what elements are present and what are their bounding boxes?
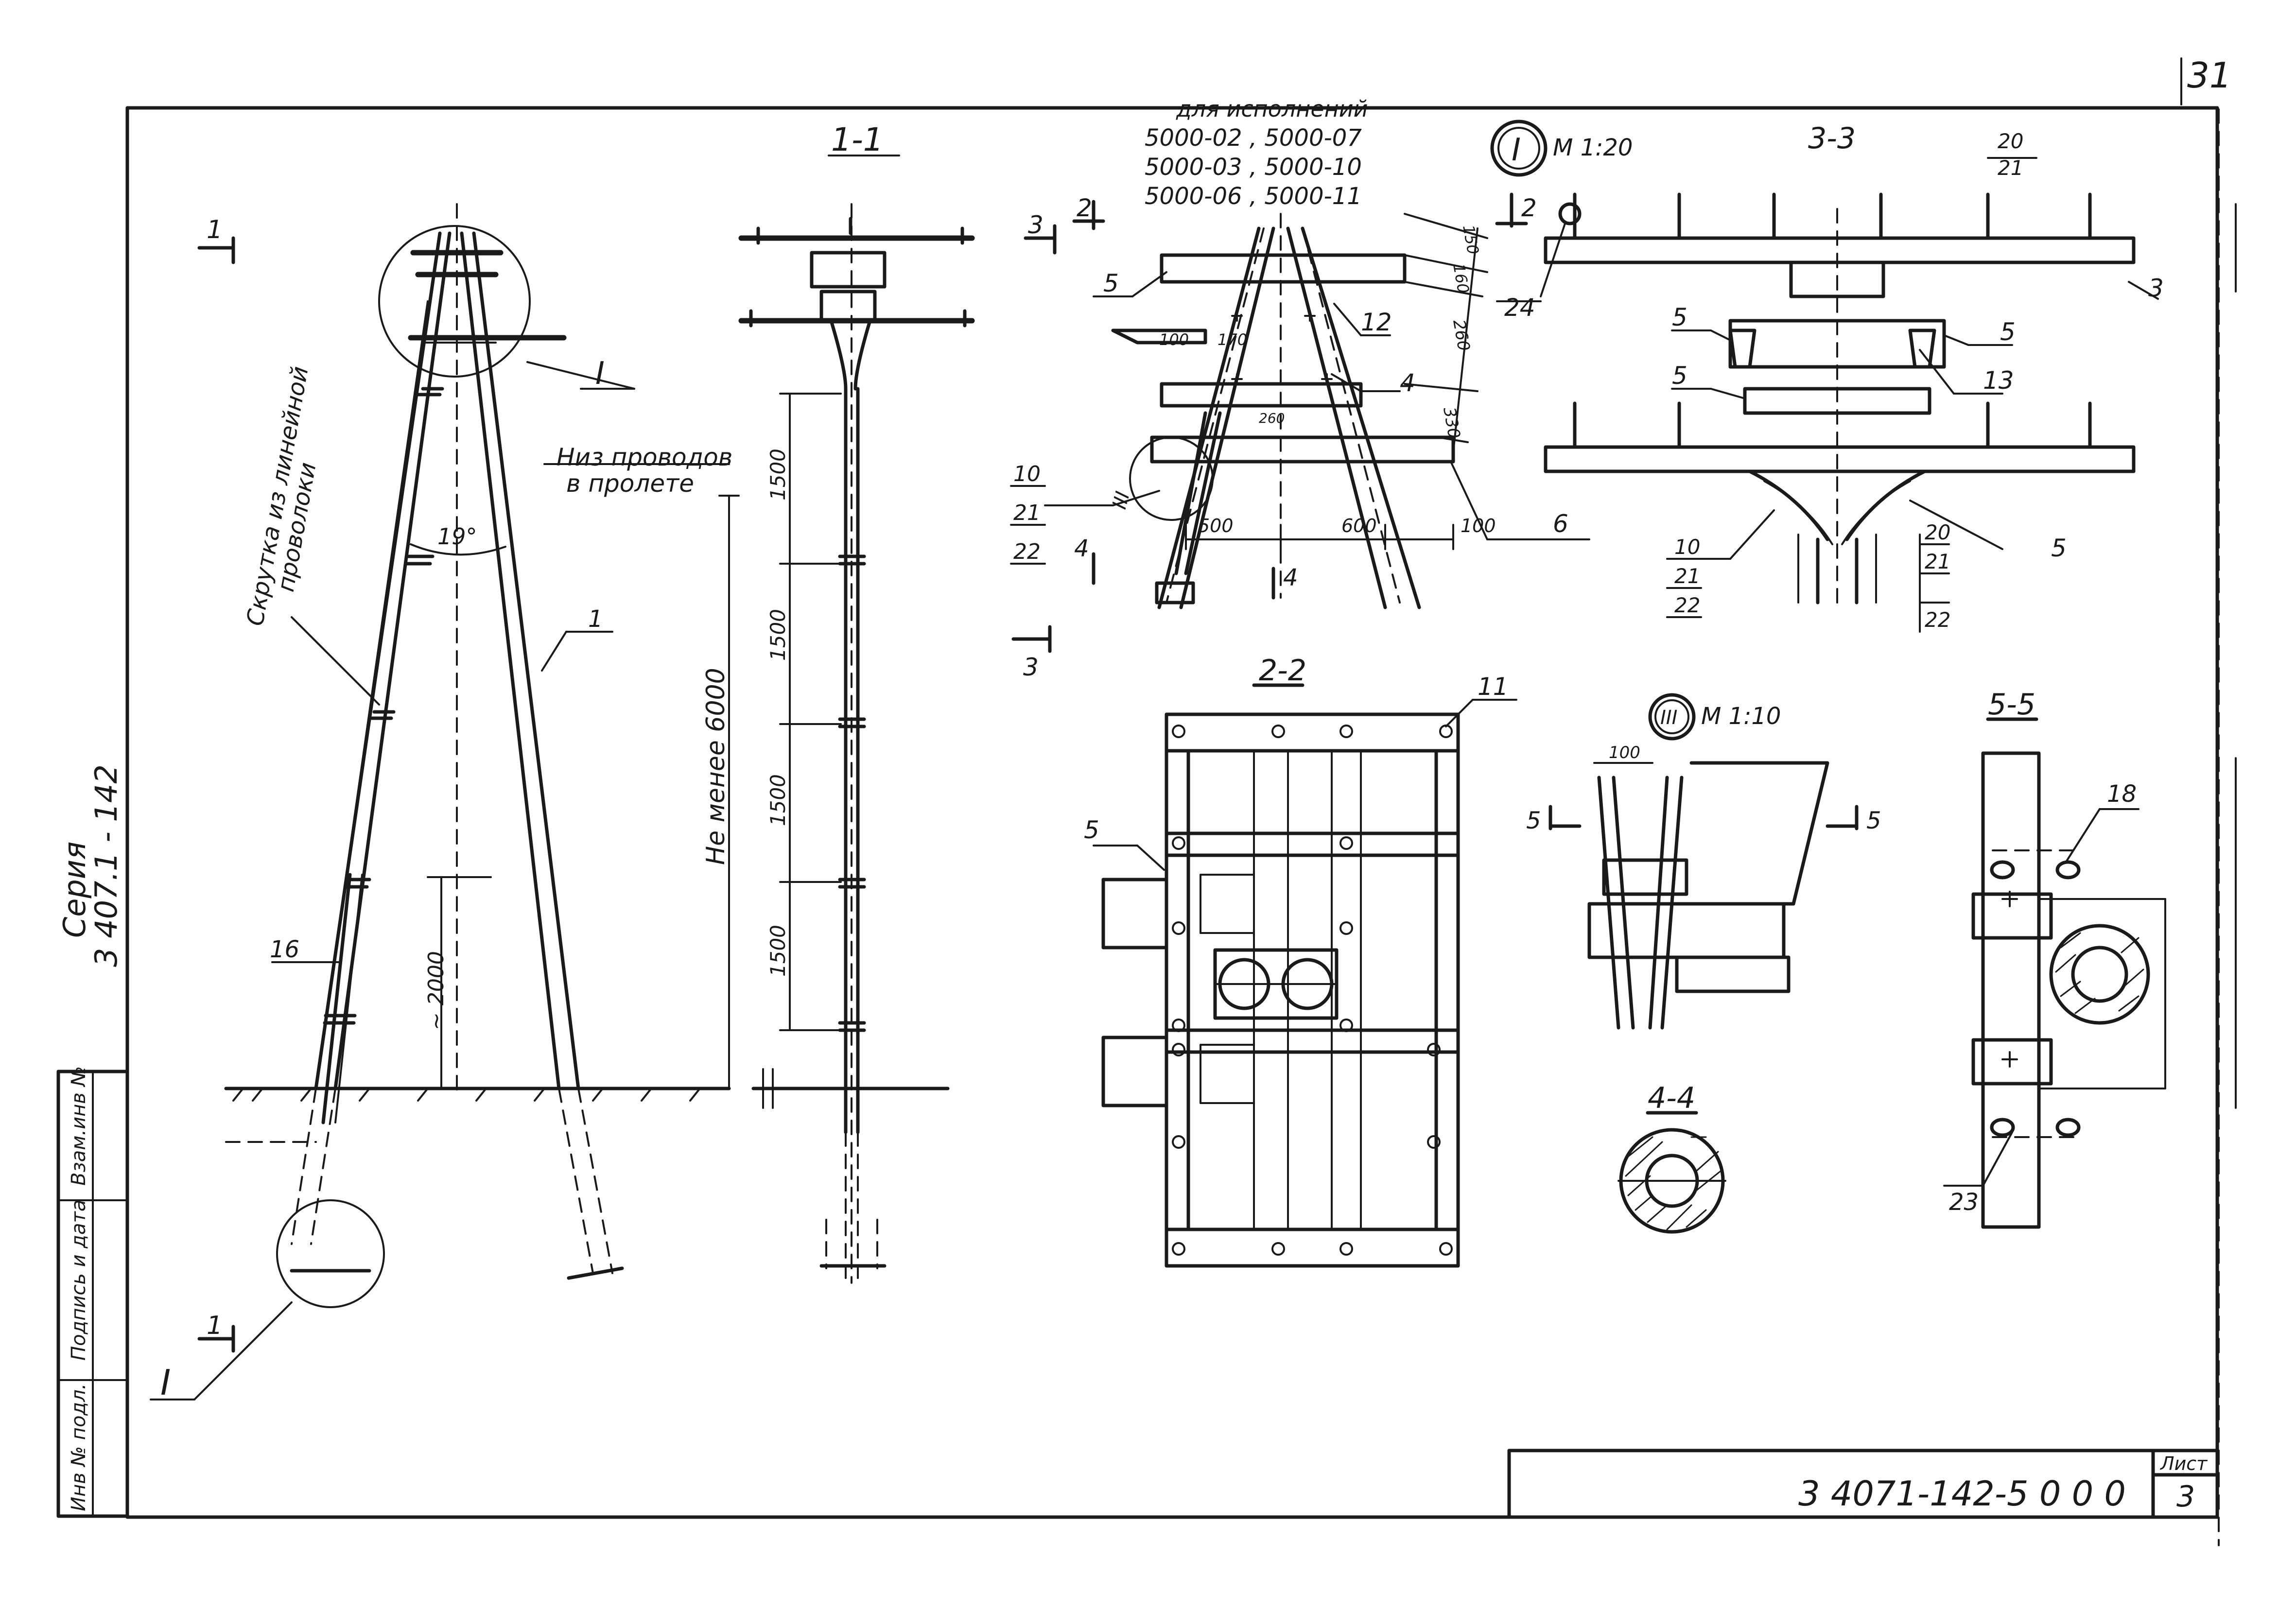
callout-16: 16	[270, 936, 299, 963]
callout-5-plan: 5	[1084, 816, 1099, 844]
section-3-3-drawing	[1495, 157, 2159, 633]
section-4-4-drawing	[1618, 1111, 1726, 1234]
dim-160: 160	[1449, 262, 1473, 295]
dim-100: 100	[1461, 515, 1496, 536]
stamp-sign: Подпись и дата	[68, 1200, 90, 1361]
callout-5-left-a: 5	[1672, 303, 1687, 331]
callout-3: 3	[2148, 274, 2164, 302]
callout-12: 12	[1361, 308, 1392, 336]
dim-1500-d: 1500	[766, 925, 790, 977]
mark-4-right: 4	[1283, 564, 1298, 591]
wire-label-line1: Низ проводов	[557, 443, 732, 471]
callout-5-detail: 5	[1103, 269, 1119, 297]
mark-4-left: 4	[1074, 535, 1089, 562]
ref-10-bottom: 10	[1674, 535, 1700, 559]
stamp-inv: Инв № подл.	[68, 1383, 90, 1511]
mark-2: 2	[1077, 194, 1092, 222]
section-2-2-title: 2-2	[1259, 654, 1306, 688]
stamp-replace: Взам.инв №	[68, 1066, 90, 1186]
callout-1: 1	[588, 605, 603, 633]
callout-23: 23	[1949, 1189, 1979, 1216]
variant-line-3: 5000-06 , 5000-11	[1145, 183, 1362, 210]
angle-label: 19°	[437, 523, 477, 550]
callout-13: 13	[1983, 366, 2014, 395]
ref-21: 21	[1998, 156, 2023, 180]
section-5-5-title: 5-5	[1988, 688, 2035, 722]
detail-I-badge: I	[1512, 132, 1521, 168]
ref-21-bottom-a: 21	[1674, 564, 1700, 588]
callout-6: 6	[1553, 510, 1568, 538]
dim-500: 500	[1198, 515, 1234, 536]
dim-150: 150	[1459, 224, 1482, 256]
detail-III-scale: М 1:10	[1701, 703, 1781, 730]
callout-5-bottom: 5	[2051, 534, 2067, 562]
detail-I-scale: М 1:20	[1553, 134, 1633, 161]
series-block: Серия 3 407.1 - 142	[57, 764, 124, 967]
callout-24: 24	[1504, 294, 1535, 322]
detail-I-drawing	[1010, 120, 1590, 653]
detail-I-label-top: I	[595, 356, 605, 392]
section-1-1-title: 1-1	[831, 121, 884, 158]
mark-5-right: 5	[1866, 807, 1881, 834]
dim-1500-b: 1500	[766, 609, 790, 661]
section-5-5-drawing	[1943, 717, 2166, 1229]
dim-inner-100: 100	[1159, 330, 1189, 349]
section-1-1-drawing	[738, 155, 975, 1284]
page-number: 31	[2187, 55, 2232, 96]
callout-10-detail: 10	[1013, 462, 1041, 486]
section-3-3-title: 3-3	[1808, 121, 1856, 156]
document-code: 3 4071-142-5 0 0 0	[1798, 1474, 2126, 1514]
callout-5-left-b: 5	[1672, 362, 1687, 390]
variants-title: для исполнений	[1176, 96, 1368, 122]
mark-3-bottom: 3	[1023, 653, 1039, 681]
section-mark-1-top: 1	[207, 215, 223, 244]
height-2000: ~ 2000	[424, 951, 449, 1030]
callout-21-detail: 21	[1013, 501, 1041, 525]
dim-260: 260	[1449, 318, 1474, 353]
callout-22-detail: 22	[1013, 539, 1041, 564]
wire-label-line2: в пролете	[566, 469, 694, 498]
sheet-number: 3	[2176, 1480, 2195, 1514]
callout-4: 4	[1400, 369, 1415, 397]
variant-line-1: 5000-02 , 5000-07	[1145, 124, 1362, 152]
min-height-label: Не менее 6000	[701, 668, 731, 865]
ref-20-bottom: 20	[1925, 520, 1950, 544]
sheet-frame	[56, 106, 2237, 1546]
detail-III-drawing	[1548, 693, 1859, 1030]
mark-2-right: 2	[1521, 194, 1537, 222]
section-mark-1-bottom: 1	[207, 1311, 223, 1340]
ref-22-bottom-a: 22	[1674, 593, 1700, 617]
detail-I-label-bottom: I	[160, 1362, 171, 1403]
detail-III-dim-100: 100	[1609, 743, 1640, 762]
pole-elevation	[150, 203, 740, 1400]
section-4-4-title: 4-4	[1648, 1081, 1695, 1115]
callout-11: 11	[1478, 673, 1509, 701]
dim-1500-a: 1500	[766, 449, 790, 501]
detail-III-badge: III	[1660, 707, 1677, 729]
section-2-2-drawing	[1093, 683, 1517, 1268]
variant-line-2: 5000-03 , 5000-10	[1145, 154, 1362, 181]
dim-330: 330	[1439, 406, 1464, 440]
mark-3-top: 3	[1028, 211, 1044, 239]
dim-1500-c: 1500	[766, 774, 790, 826]
ref-21-bottom-b: 21	[1925, 550, 1950, 573]
ref-22-bottom-b: 22	[1925, 608, 1950, 632]
callout-18: 18	[2107, 780, 2137, 808]
series-number: 3 407.1 - 142	[88, 764, 124, 967]
detail-III-ref: III	[1108, 489, 1134, 511]
dim-inner-260: 260	[1259, 410, 1285, 426]
side-stamp: Инв № подл. Подпись и дата Взам.инв №	[68, 1066, 90, 1511]
series-label: Серия	[57, 842, 92, 938]
twist-label: Скрутка из линейной проволоки	[242, 364, 322, 628]
sheet-label: Лист	[2159, 1453, 2208, 1474]
ref-20: 20	[1998, 129, 2023, 153]
wire-label: Низ проводов в пролете	[557, 443, 732, 498]
mark-5-left: 5	[1526, 807, 1541, 834]
callout-5-right: 5	[2000, 318, 2016, 346]
dim-inner-170: 170	[1218, 330, 1247, 349]
dim-600: 600	[1341, 515, 1377, 536]
